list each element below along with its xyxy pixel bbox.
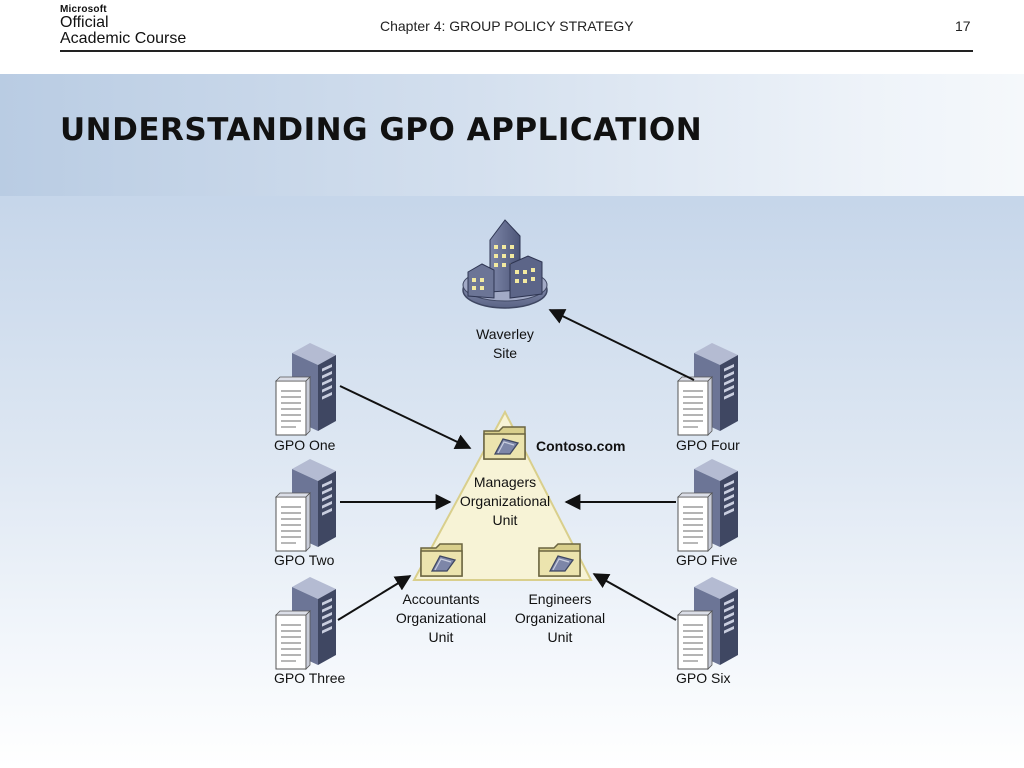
site-label-line1: Waverley xyxy=(476,326,534,342)
domain-label: Contoso.com xyxy=(536,438,626,454)
arrow-gpo-six-to-engineers xyxy=(592,573,677,621)
gpo-one-server-icon xyxy=(275,343,337,436)
engineers-ou-label: Engineers Organizational Unit xyxy=(500,590,620,647)
slide-title: UNDERSTANDING GPO APPLICATION xyxy=(60,112,703,148)
managers-label-line3: Unit xyxy=(492,512,518,528)
waverley-site-label: Waverley Site xyxy=(455,325,555,363)
engineers-label-line3: Unit xyxy=(547,629,573,645)
arrow-gpo-one-to-domain xyxy=(339,385,472,450)
gpo-three-label: GPO Three xyxy=(274,670,346,686)
course-logo: Microsoft Official Academic Course xyxy=(60,4,186,47)
gpo-two-server-icon xyxy=(275,459,337,552)
header-rule xyxy=(60,50,973,52)
engineers-ou-folder-icon xyxy=(538,543,581,577)
managers-ou-label: Managers Organizational Unit xyxy=(440,473,570,530)
managers-label-line1: Managers xyxy=(473,474,537,490)
gpo-five-label: GPO Five xyxy=(676,552,738,568)
page-number: 17 xyxy=(955,18,971,34)
accountants-ou-folder-icon xyxy=(420,543,463,577)
arrow-gpo-four-to-site xyxy=(548,309,695,381)
gpo-one-label: GPO One xyxy=(274,437,336,453)
accountants-label-line1: Accountants xyxy=(402,591,480,607)
accountants-label-line3: Unit xyxy=(428,629,454,645)
managers-label-line2: Organizational xyxy=(459,493,551,509)
engineers-label-line1: Engineers xyxy=(528,591,592,607)
gpo-two-label: GPO Two xyxy=(274,552,335,568)
gpo-five-server-icon xyxy=(677,459,739,552)
arrow-gpo-three-to-accountants xyxy=(337,575,412,621)
logo-official: Official xyxy=(60,14,109,31)
ou-hierarchy-triangle xyxy=(412,409,593,581)
accountants-ou-label: Accountants Organizational Unit xyxy=(381,590,501,647)
logo-academic-course: Academic Course xyxy=(60,30,187,47)
gpo-four-server-icon xyxy=(677,343,739,436)
site-label-line2: Site xyxy=(492,345,518,361)
gpo-four-label: GPO Four xyxy=(676,437,740,453)
gpo-six-label: GPO Six xyxy=(676,670,731,686)
engineers-label-line2: Organizational xyxy=(514,610,606,626)
accountants-label-line2: Organizational xyxy=(395,610,487,626)
gpo-three-server-icon xyxy=(275,577,337,670)
header-bar xyxy=(0,0,1024,74)
chapter-heading: Chapter 4: GROUP POLICY STRATEGY xyxy=(380,18,634,34)
domain-folder-icon xyxy=(483,426,526,460)
buildings-site-icon xyxy=(462,219,548,309)
logo-microsoft: Microsoft xyxy=(60,4,107,15)
gpo-six-server-icon xyxy=(677,577,739,670)
